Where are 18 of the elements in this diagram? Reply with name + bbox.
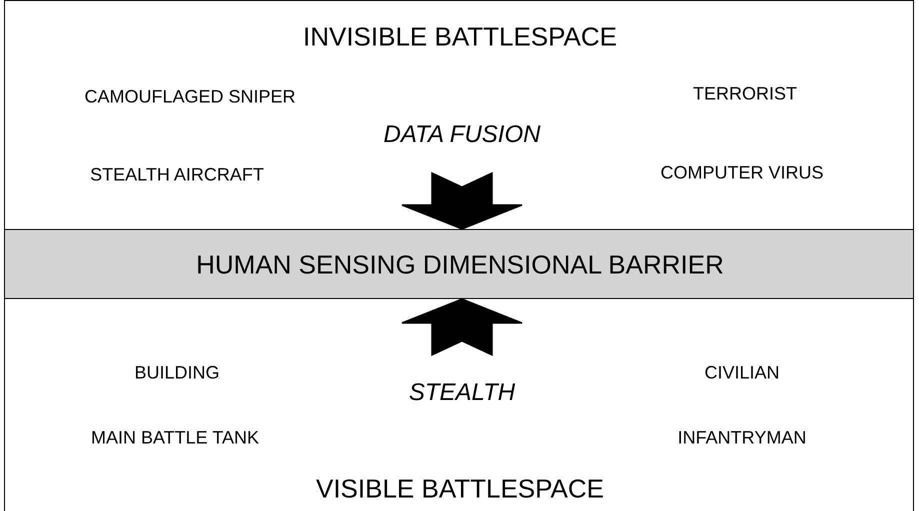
edge-label: STEALTH (408, 379, 516, 407)
region-band (4, 299, 914, 511)
item-label: COMPUTER VIRUS (660, 162, 824, 184)
item-label: CAMOUFLAGED SNIPER (84, 86, 296, 108)
item-label: TERRORIST (693, 84, 797, 104)
block-arrow (401, 298, 523, 356)
region-band (4, 0, 914, 229)
block-arrow (401, 172, 523, 230)
item-label: BUILDING (134, 362, 220, 384)
item-label: INFANTRYMAN (678, 428, 806, 448)
item-label: CIVILIAN (704, 362, 780, 384)
barrier-band (4, 229, 914, 299)
item-label: STEALTH AIRCRAFT (90, 164, 264, 186)
edge-label: DATA FUSION (384, 121, 540, 149)
item-label: MAIN BATTLE TANK (90, 428, 260, 448)
band-heading: VISIBLE BATTLESPACE (316, 474, 604, 504)
band-heading: HUMAN SENSING DIMENSIONAL BARRIER (196, 250, 724, 280)
band-heading: INVISIBLE BATTLESPACE (302, 22, 618, 52)
